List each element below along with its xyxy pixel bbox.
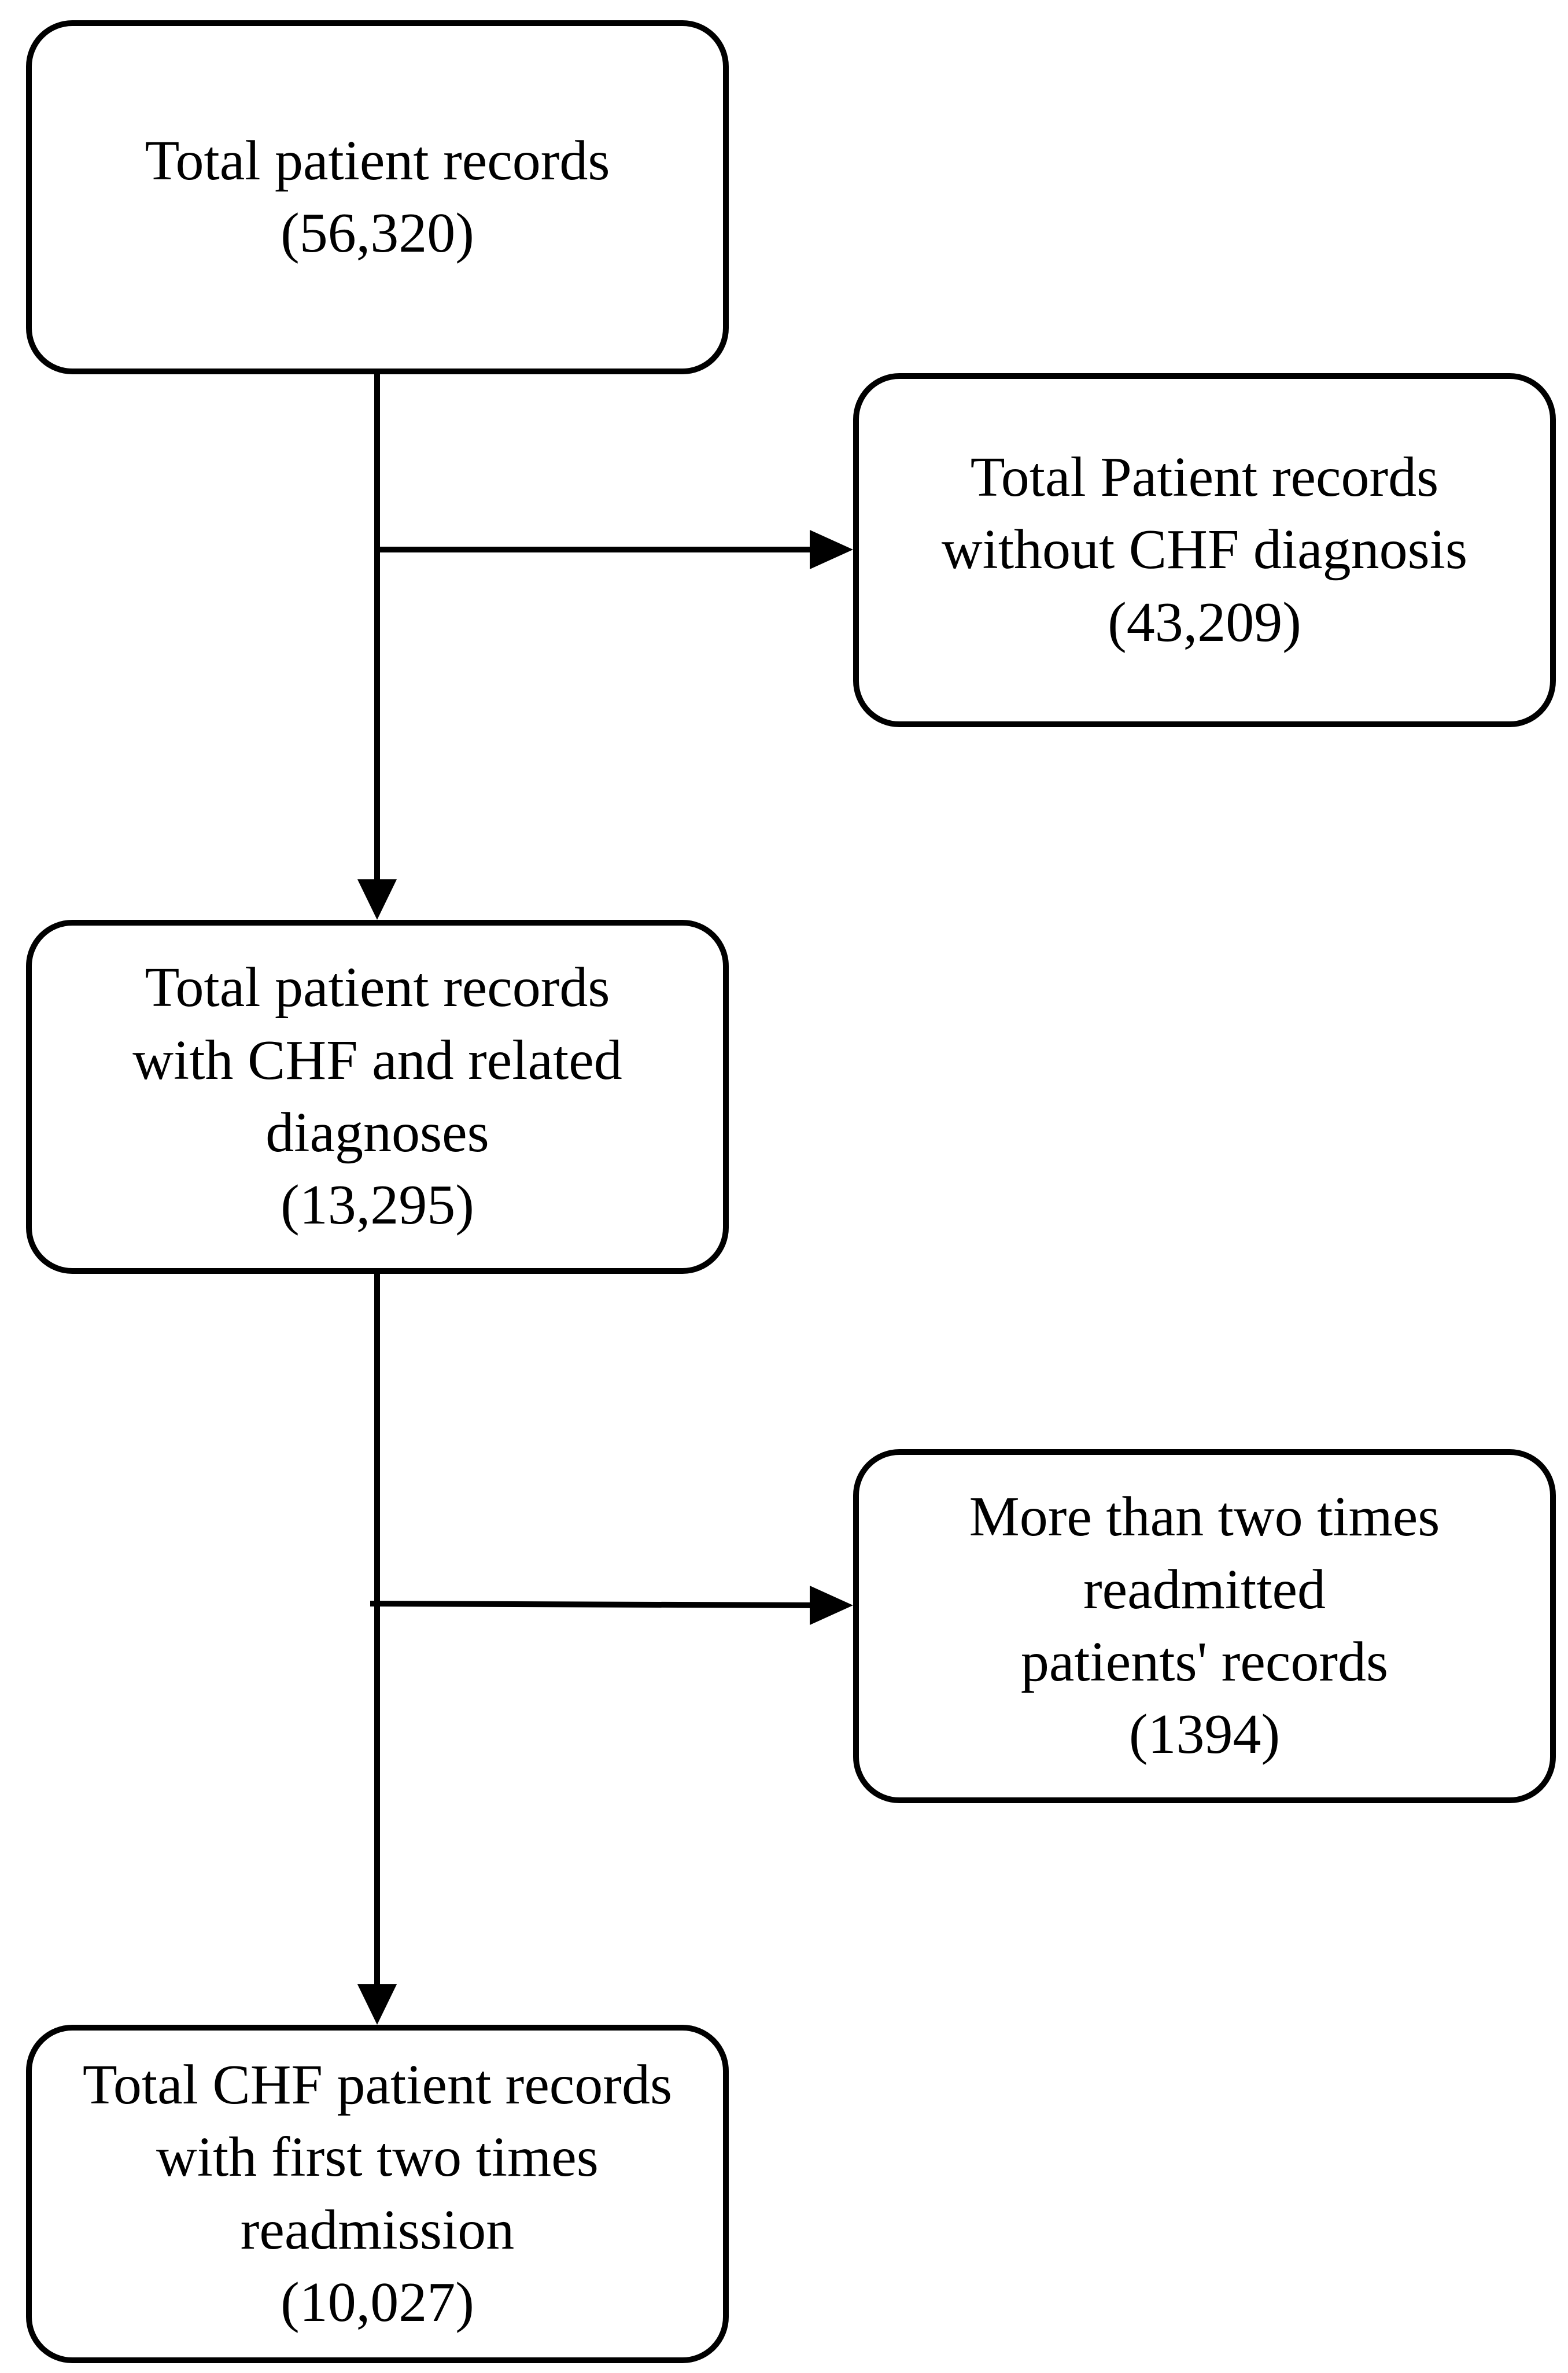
node-count: (10,027) xyxy=(281,2271,474,2334)
node-text-line: with first two times xyxy=(156,2126,599,2189)
arrowhead-chf-to-readmitted xyxy=(810,1586,853,1625)
node-text-line: Total CHF patient records xyxy=(82,2053,673,2116)
node-text-line: Total patient records xyxy=(145,129,610,192)
node-records-without-chf: Total Patient records without CHF diagno… xyxy=(853,373,1556,727)
node-text-line: with CHF and related xyxy=(132,1029,622,1092)
arrowhead-chf-to-final xyxy=(357,1984,397,2025)
node-text-line: diagnoses xyxy=(265,1101,489,1164)
node-text-line: without CHF diagnosis xyxy=(941,518,1468,581)
node-count: (43,209) xyxy=(1108,591,1301,654)
node-text-line: readmission xyxy=(240,2198,515,2261)
arrowhead-total-to-no-chf xyxy=(810,530,853,569)
node-text-line: Total Patient records xyxy=(970,445,1439,508)
node-count: (56,320) xyxy=(281,202,474,264)
node-text-line: More than two times xyxy=(969,1486,1440,1549)
node-text-line: readmitted xyxy=(1083,1558,1326,1621)
node-text-line: Total patient records xyxy=(145,956,610,1019)
node-readmitted-more-than-two: More than two times readmitted patients'… xyxy=(853,1449,1556,1803)
arrowhead-total-to-chf xyxy=(357,879,397,920)
edge-chf-to-readmitted xyxy=(370,1601,822,1608)
node-total-patient-records: Total patient records (56,320) xyxy=(26,20,729,374)
node-final-chf-records: Total CHF patient records with first two… xyxy=(26,2025,729,2363)
node-count: (1394) xyxy=(1128,1703,1281,1766)
node-text-line: patients' records xyxy=(1020,1631,1389,1693)
node-records-with-chf: Total patient records with CHF and relat… xyxy=(26,920,729,1274)
node-count: (13,295) xyxy=(281,1174,474,1237)
